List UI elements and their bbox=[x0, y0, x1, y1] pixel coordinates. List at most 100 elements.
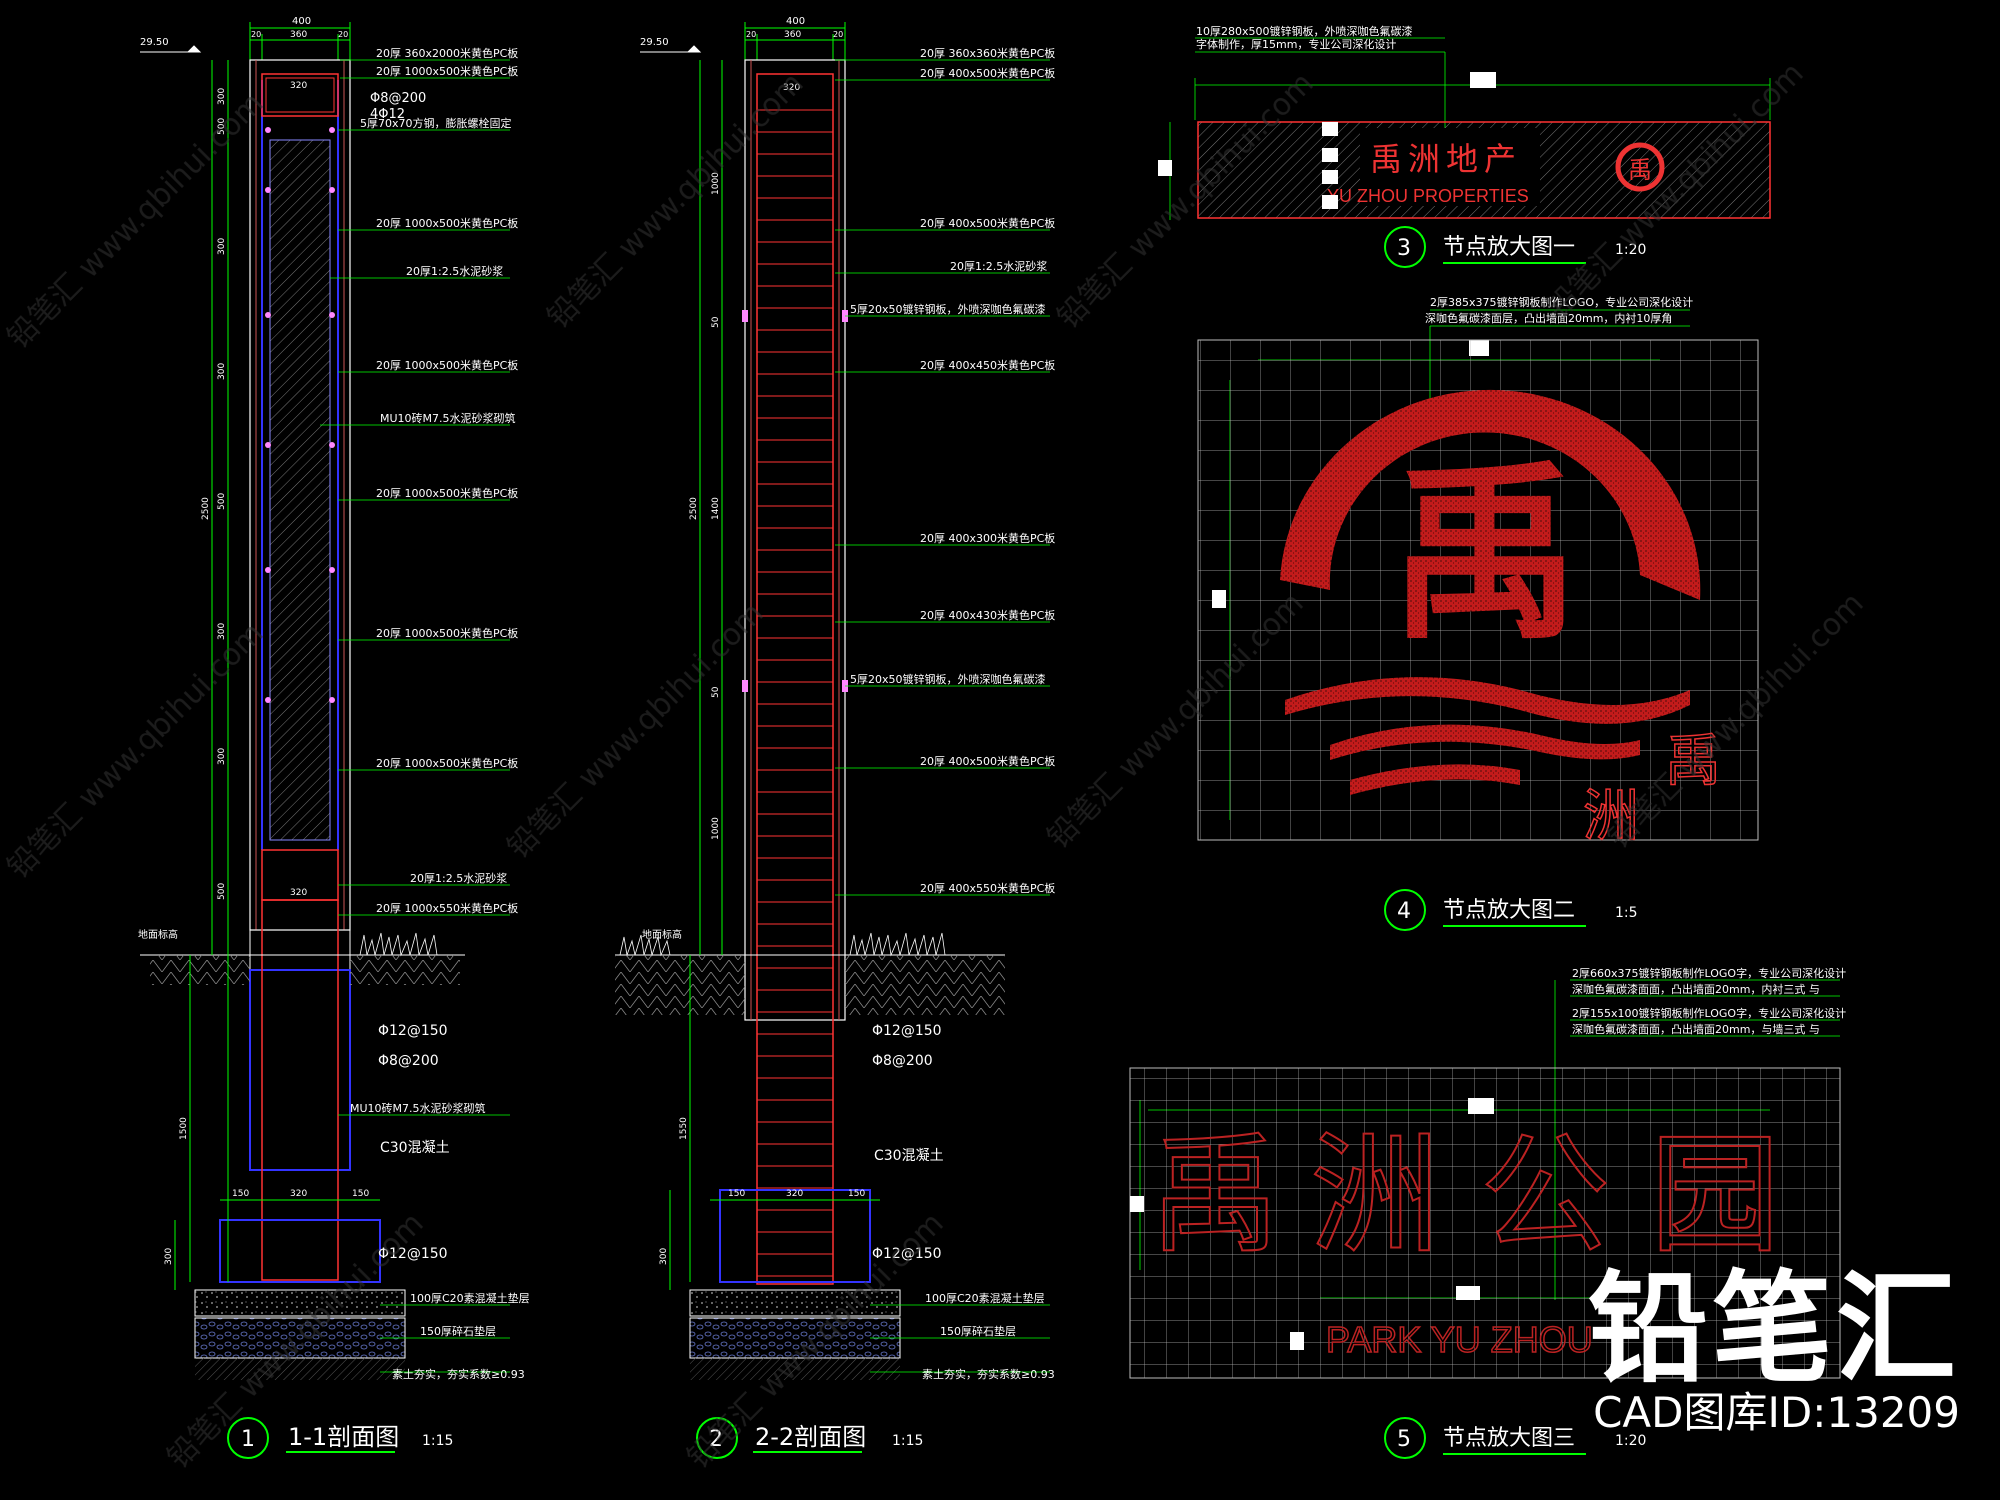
section2-note-6: 20厚 400x450米黄色PC板 bbox=[920, 358, 1055, 372]
section2-soil bbox=[690, 1358, 900, 1380]
section2-vdim-2: 50 bbox=[711, 316, 721, 328]
detail3-logo-en: YU ZHOU PROPERTIES bbox=[1327, 186, 1529, 206]
section1-vdim-6: 300 bbox=[217, 623, 227, 640]
detail5-note-4: 深咖色氟碳漆面面，凸出墙面20mm，与墙三式 与 bbox=[1572, 1022, 1820, 1036]
section2-note-4: 20厚1:2.5水泥砂浆 bbox=[950, 259, 1047, 273]
detail3-seal: 禹 bbox=[1615, 142, 1665, 192]
section2-rebar-cage bbox=[756, 73, 834, 1285]
detail4-center-char: 禹 bbox=[1390, 442, 1580, 665]
detail5-title: 节点放大图三 bbox=[1443, 1426, 1575, 1451]
section2-note-7: 20厚 400x300米黄色PC板 bbox=[920, 531, 1055, 545]
detail4-note-2: 深咖色氟碳漆面层，凸出墙面20mm，内衬10厚角 bbox=[1425, 311, 1672, 325]
section1-title: 1-1剖面图 bbox=[288, 1423, 399, 1451]
section2-top-dim-c: 360 bbox=[784, 30, 801, 40]
section1-note-2: 20厚 1000x500米黄色PC板 bbox=[376, 64, 518, 78]
section1-brick-core bbox=[269, 139, 331, 841]
section1-ground bbox=[140, 932, 465, 985]
section1-top-dim-b: 20 bbox=[251, 30, 261, 39]
section1-vdim-5: 500 bbox=[217, 493, 227, 510]
detail5-note-2: 深咖色氟碳漆面面，凸出墙面20mm，内衬三式 与 bbox=[1572, 982, 1820, 996]
detail5-title-num: 5 bbox=[1397, 1427, 1411, 1452]
detail-3: 10厚280x500镀锌钢板，外喷深咖色氟碳漆 字体制作，厚15mm，专业公司深… bbox=[1158, 24, 1771, 268]
detail4-logo-ring bbox=[1280, 389, 1701, 600]
detail5-big-text: 禹 洲 公 园 bbox=[1149, 1118, 1781, 1272]
section1-note-11: 20厚1:2.5水泥砂浆 bbox=[410, 871, 507, 885]
section2-ground-label: 地面标高 bbox=[642, 928, 682, 941]
detail5-white-markers bbox=[1130, 1098, 1494, 1350]
section1-pier-rebar-cage bbox=[261, 899, 339, 1281]
brand-id-label: CAD图库ID:13209 bbox=[1593, 1388, 1960, 1437]
section1-top-dims bbox=[249, 22, 351, 60]
watermark-5: 铅笔汇 www.qbihui.com bbox=[1, 616, 271, 886]
detail5-scale: 1:20 bbox=[1615, 1433, 1646, 1449]
section1-note-3: 5厚70x70方钢，膨胀螺栓固定 bbox=[360, 116, 512, 130]
section1-rebar-4: Φ8@200 bbox=[378, 1053, 439, 1069]
section1-note-12: 20厚 1000x550米黄色PC板 bbox=[376, 901, 518, 915]
section2-note-5: 5厚20x50镀锌钢板，外喷深咖色氟碳漆 bbox=[850, 302, 1046, 316]
section2-title-num: 2 bbox=[709, 1427, 723, 1452]
detail4-waves bbox=[1285, 677, 1690, 795]
section1-rebar-2: 4Φ12 bbox=[370, 107, 405, 122]
section1-beam-width: 320 bbox=[290, 81, 307, 91]
section2-vdim-8: 300 bbox=[659, 1248, 669, 1265]
brand-name: 铅笔汇 bbox=[1588, 1260, 1960, 1399]
section2-top-dim-a: 400 bbox=[786, 16, 805, 27]
detail4-scale: 1:5 bbox=[1615, 905, 1638, 921]
watermark-6: 铅笔汇 www.qbihui.com bbox=[501, 596, 771, 866]
section1-note-7: MU10砖M7.5水泥砂浆砌筑 bbox=[380, 411, 516, 425]
section2-vdim-7: 1550 bbox=[679, 1117, 689, 1140]
detail3-logo-cn: 禹洲地产 bbox=[1370, 140, 1522, 178]
section1-foot-dim-c: 150 bbox=[352, 1189, 369, 1199]
section2-steel-plate-marks bbox=[742, 310, 848, 692]
section1-note-15: 150厚碎石垫层 bbox=[420, 1324, 496, 1338]
section1-anchor-marks bbox=[265, 127, 335, 703]
section1-bottom-beam-width: 320 bbox=[290, 888, 307, 898]
section1-vdim-11: 300 bbox=[164, 1248, 174, 1265]
section2-top-dim-d: 20 bbox=[833, 30, 843, 39]
section1-rebar-6: Φ12@150 bbox=[378, 1246, 448, 1262]
section1-note-13: MU10砖M7.5水泥砂浆砌筑 bbox=[350, 1101, 486, 1115]
detail4-title-circle bbox=[1384, 889, 1426, 931]
section1-title-circle bbox=[227, 1417, 269, 1459]
detail3-scale: 1:20 bbox=[1615, 242, 1646, 258]
section2-note-10: 20厚 400x500米黄色PC板 bbox=[920, 754, 1055, 768]
section1-gravel-bed bbox=[194, 1317, 406, 1359]
section2-note-9: 5厚20x50镀锌钢板，外喷深咖色氟碳漆 bbox=[850, 672, 1046, 686]
detail5-char-2: 洲 bbox=[1310, 1119, 1440, 1271]
detail3-note-1: 10厚280x500镀锌钢板，外喷深咖色氟碳漆 bbox=[1196, 24, 1413, 38]
section1-foot-dim-b: 320 bbox=[290, 1189, 307, 1199]
section-2-2: 29.50 400 20 360 20 320 地面 bbox=[615, 16, 1055, 1459]
section1-plinth bbox=[249, 929, 351, 971]
section1-note-6: 20厚 1000x500米黄色PC板 bbox=[376, 358, 518, 372]
section2-vdim-1: 1000 bbox=[711, 172, 721, 195]
section1-pier bbox=[249, 969, 351, 1171]
section1-note-1: 20厚 360x2000米黄色PC板 bbox=[376, 46, 518, 60]
section1-vdim-3: 300 bbox=[217, 238, 227, 255]
section2-vdim-3: 1400 bbox=[711, 497, 721, 520]
section1-top-beam bbox=[261, 73, 339, 117]
detail5-char-1: 禹 bbox=[1150, 1119, 1280, 1271]
detail5-note-3: 2厚155x100镀锌钢板制作LOGO字，专业公司深化设计 bbox=[1572, 1006, 1846, 1020]
section2-rebar-3: C30混凝土 bbox=[874, 1148, 944, 1164]
section2-note-3: 20厚 400x500米黄色PC板 bbox=[920, 216, 1055, 230]
section2-note-12: 100厚C20素混凝土垫层 bbox=[925, 1291, 1045, 1305]
section2-top-dim-b: 20 bbox=[746, 30, 756, 39]
section2-leader-lines bbox=[835, 59, 1050, 1373]
section1-note-4: 20厚 1000x500米黄色PC板 bbox=[376, 216, 518, 230]
section2-note-14: 素土夯实，夯实系数≥0.93 bbox=[922, 1367, 1055, 1381]
section1-vdim-7: 300 bbox=[217, 748, 227, 765]
section2-vert-dim-lines bbox=[669, 60, 723, 1290]
detail-4: 2厚385x375镀锌钢板制作LOGO，专业公司深化设计 深咖色氟碳漆面层，凸出… bbox=[1197, 295, 1759, 931]
section2-vdim-6: 2500 bbox=[689, 497, 699, 520]
watermark-2: 铅笔汇 www.qbihui.com bbox=[541, 66, 811, 336]
section2-title: 2-2剖面图 bbox=[755, 1423, 866, 1451]
detail5-en-text: PARK YU ZHOU bbox=[1326, 1319, 1593, 1360]
section-1-1: 29.50 400 20 360 20 320 bbox=[138, 16, 530, 1459]
section2-foot-dim-a: 150 bbox=[728, 1189, 745, 1199]
detail4-title: 节点放大图二 bbox=[1443, 898, 1575, 923]
section2-note-1: 20厚 360x360米黄色PC板 bbox=[920, 46, 1055, 60]
section2-vdim-4: 50 bbox=[711, 686, 721, 698]
section2-note-2: 20厚 400x500米黄色PC板 bbox=[920, 66, 1055, 80]
detail3-seal-char: 禹 bbox=[1628, 156, 1652, 184]
section1-top-dim-a: 400 bbox=[292, 16, 311, 27]
